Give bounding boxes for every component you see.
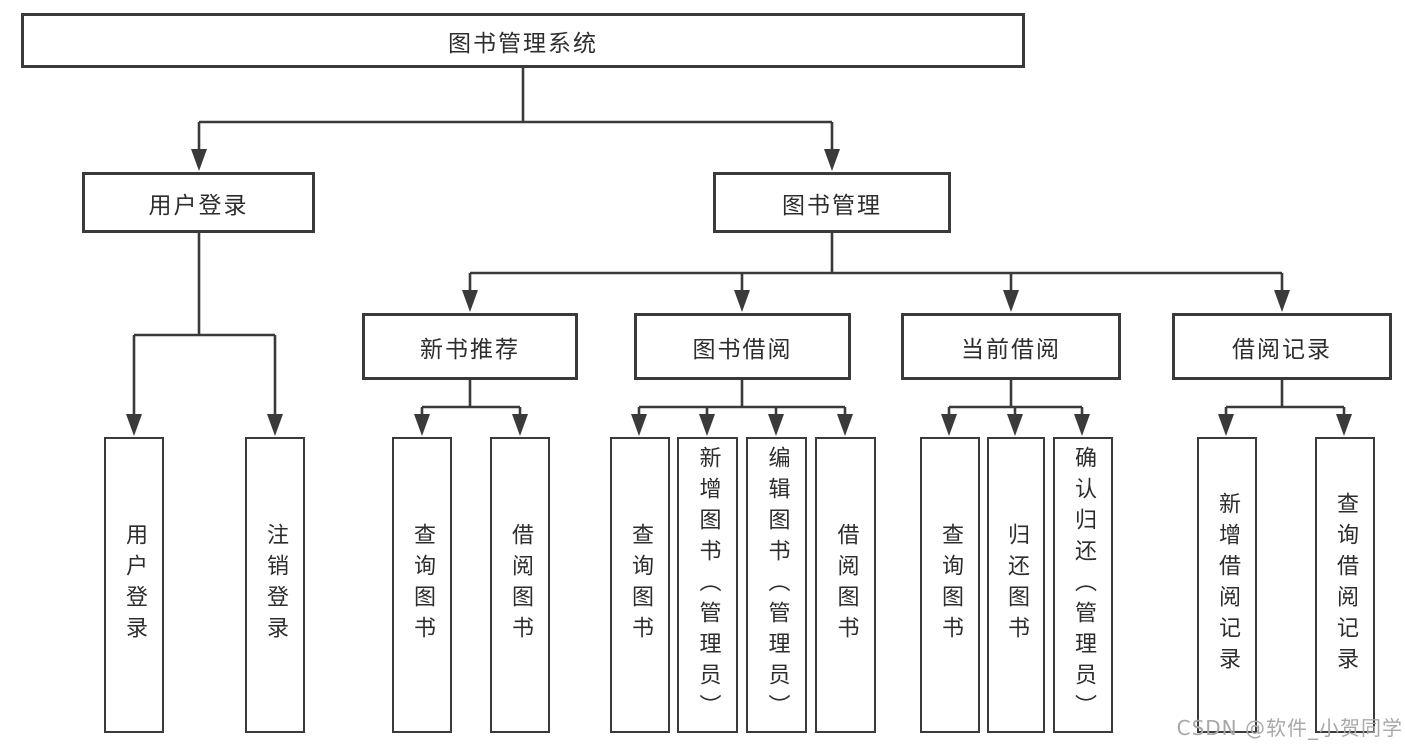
leaf-label: 借阅图书: [508, 523, 533, 647]
leaf-query-borrow-record: 查询借阅记录: [1315, 437, 1375, 733]
arrowhead: [267, 414, 283, 436]
connector-book-borrow: [637, 380, 847, 418]
leaf-label: 确认归还（管理员）: [1071, 445, 1096, 725]
arrowhead: [1218, 414, 1234, 436]
connector-borrow-records: [1224, 380, 1346, 418]
leaf-label: 查询借阅记录: [1333, 492, 1358, 678]
arrowhead: [1003, 290, 1019, 312]
leaf-confirm-return-admin: 确认归还（管理员）: [1053, 437, 1113, 733]
leaf-label: 注销登录: [263, 523, 288, 647]
arrowhead: [824, 149, 840, 171]
arrowhead: [126, 414, 142, 436]
leaf-add-books-admin: 新增图书（管理员）: [677, 437, 738, 733]
leaf-query-books-2: 查询图书: [610, 437, 670, 733]
leaf-label: 查询图书: [410, 523, 435, 647]
node-root-library-system: 图书管理系统: [21, 13, 1025, 68]
leaf-label: 新增借阅记录: [1215, 492, 1240, 678]
arrowhead: [1007, 414, 1023, 436]
arrowhead: [768, 414, 784, 436]
connector-root: [197, 68, 834, 152]
leaf-label: 归还图书: [1004, 523, 1029, 647]
leaf-return-books: 归还图书: [987, 437, 1045, 733]
leaf-query-books-1: 查询图书: [392, 437, 452, 733]
arrowhead: [631, 414, 647, 436]
arrowhead: [1336, 414, 1352, 436]
node-current-borrowing: 当前借阅: [901, 313, 1121, 380]
node-borrowing-records: 借阅记录: [1172, 313, 1392, 380]
leaf-add-borrow-record: 新增借阅记录: [1197, 437, 1257, 733]
leaf-borrow-books-2: 借阅图书: [815, 437, 876, 733]
arrowhead: [837, 414, 853, 436]
leaf-label: 查询图书: [938, 523, 963, 647]
arrowhead: [462, 290, 478, 312]
connector-current-borrow: [947, 380, 1084, 418]
node-book-borrowing: 图书借阅: [634, 313, 851, 380]
connector-user-login: [132, 233, 277, 417]
arrowhead: [699, 414, 715, 436]
leaf-label: 借阅图书: [833, 523, 859, 647]
leaf-logout: 注销登录: [245, 437, 305, 733]
connector-book-mgmt: [468, 233, 1284, 294]
csdn-watermark: CSDN @软件_小贺同学: [1176, 716, 1403, 740]
leaf-user-login: 用户登录: [104, 437, 164, 733]
arrowhead: [734, 290, 750, 312]
leaf-query-books-3: 查询图书: [920, 437, 980, 733]
leaf-label: 用户登录: [122, 523, 147, 647]
node-book-management: 图书管理: [713, 172, 951, 233]
arrowhead: [512, 414, 528, 436]
leaf-label: 查询图书: [628, 523, 653, 647]
arrowhead: [941, 414, 957, 436]
arrowhead: [1274, 290, 1290, 312]
arrowhead: [191, 149, 207, 171]
leaf-label: 编辑图书（管理员）: [764, 445, 790, 725]
arrowhead: [1074, 414, 1090, 436]
node-new-book-recommend: 新书推荐: [362, 313, 578, 380]
leaf-borrow-books-1: 借阅图书: [490, 437, 550, 733]
node-user-login-branch: 用户登录: [82, 172, 315, 233]
arrowhead: [414, 414, 430, 436]
leaf-label: 新增图书（管理员）: [695, 445, 721, 725]
connector-new-books: [420, 380, 522, 418]
leaf-edit-books-admin: 编辑图书（管理员）: [746, 437, 807, 733]
